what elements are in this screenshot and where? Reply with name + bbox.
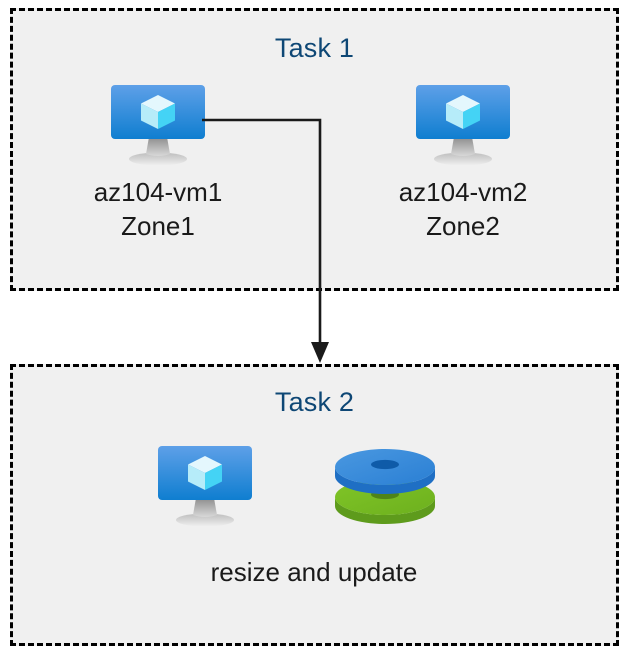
task2-caption: resize and update: [210, 557, 418, 587]
vm1-caption: az104-vm1 Zone1: [93, 177, 223, 241]
task2-title: Task 2: [274, 387, 355, 417]
task1-title: Task 1: [274, 33, 355, 63]
vm2-caption: az104-vm2 Zone2: [398, 177, 528, 241]
task1-container: Task 1: [10, 8, 619, 291]
virtual-machine-icon-vm2: [413, 82, 513, 166]
task2-container: Task 2: [10, 364, 619, 646]
virtual-machine-icon-vm1: [108, 82, 208, 166]
virtual-machine-icon-task2: [155, 443, 255, 527]
managed-disks-icon: [333, 443, 437, 527]
